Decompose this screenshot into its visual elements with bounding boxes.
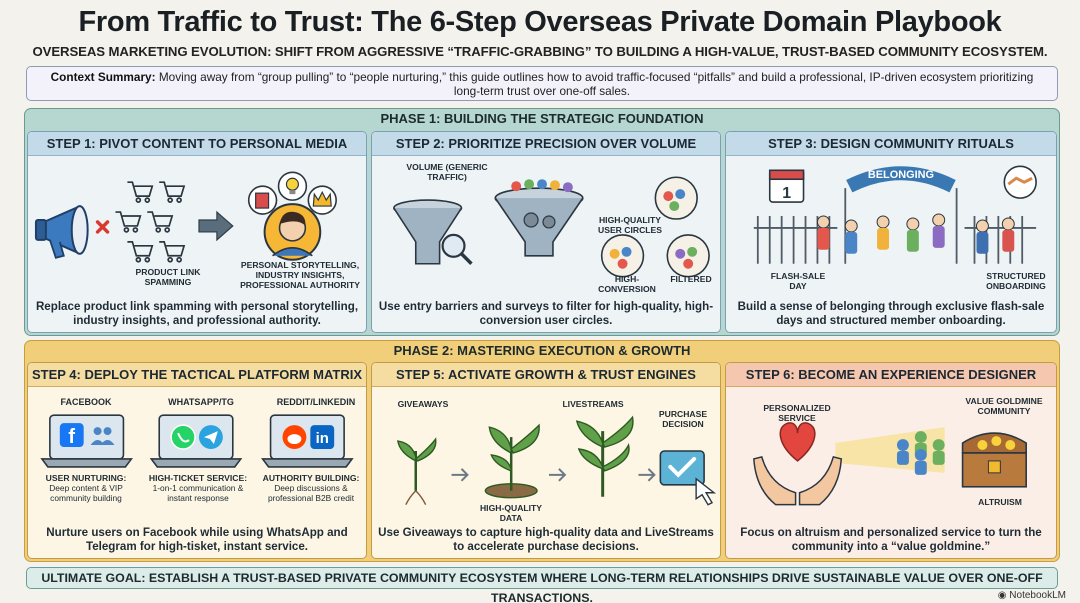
light-beam [835, 427, 945, 473]
step-4-caption: Nurture users on Facebook while using Wh… [46, 526, 348, 553]
label-giveaways: GIVEAWAYS [397, 399, 449, 409]
gear-icon [523, 212, 556, 229]
step-5-title: STEP 5: ACTIVATE GROWTH & TRUST ENGINES [372, 363, 720, 387]
megaphone-icon [34, 205, 89, 259]
context-summary: Context Summary: Moving away from “group… [26, 66, 1058, 101]
people-group-icon [666, 234, 710, 278]
page-subtitle: OVERSEAS MARKETING EVOLUTION: SHIFT FROM… [32, 44, 1048, 59]
people-group-icon [511, 179, 573, 193]
notebook-icon: ◉ [997, 590, 1007, 601]
step-4-illustration: f in [40, 414, 354, 468]
label-livestreams: LIVESTREAMS [562, 399, 624, 409]
funnel-icon [393, 199, 463, 265]
sprout-icon [484, 423, 540, 499]
people-group-icon [600, 234, 645, 278]
people-group-icon [816, 213, 1015, 254]
label-value-goldmine: VALUE GOLDMINE COMMUNITY [965, 396, 1043, 416]
checkmark-icon [659, 450, 705, 486]
close-icon [95, 220, 110, 234]
step-1-card: STEP 1: PIVOT CONTENT TO PERSONAL MEDIA [27, 131, 367, 333]
label-flash-sale-day: FLASH-SALE DAY [770, 271, 826, 291]
ultimate-goal-banner: ULTIMATE GOAL: ESTABLISH A TRUST-BASED P… [26, 567, 1058, 603]
calendar-icon: 1 [768, 169, 805, 203]
label-altruism: ALTRUISM [978, 497, 1022, 507]
magnifier-icon [441, 233, 473, 265]
label-high-quality-data: HIGH-QUALITY DATA [479, 503, 543, 523]
label-personalized-service: PERSONALIZED SERVICE [763, 403, 831, 423]
phase-2-panel: PHASE 2: MASTERING EXECUTION & GROWTH ST… [24, 340, 1060, 562]
label-filtered: FILTERED [670, 274, 712, 284]
platform-whatsapp-role: HIGH-TICKET SERVICE:1-on-1 communication… [148, 473, 248, 503]
telegram-icon [198, 425, 223, 450]
svg-text:f: f [68, 426, 75, 448]
people-group-icon [896, 431, 945, 475]
linkedin-icon: in [310, 425, 335, 450]
funnel-icon [494, 187, 584, 257]
treasure-chest-icon [961, 432, 1027, 488]
lightbulb-icon [277, 171, 308, 201]
platform-reddit-role: AUTHORITY BUILDING:Deep discussions & pr… [262, 473, 360, 503]
label-purchase-decision: PURCHASE DECISION [658, 409, 708, 429]
platform-facebook-name: FACEBOOK [60, 397, 112, 407]
arrow-icon [638, 468, 656, 482]
reddit-icon [282, 425, 307, 450]
sprout-icon [397, 437, 437, 505]
phase-1-panel: PHASE 1: BUILDING THE STRATEGIC FOUNDATI… [24, 108, 1060, 336]
label-high-quality: HIGH-QUALITY USER CIRCLES [598, 215, 662, 235]
handshake-icon [1003, 165, 1037, 199]
crown-icon [307, 185, 337, 215]
phase-1-title: PHASE 1: BUILDING THE STRATEGIC FOUNDATI… [380, 111, 704, 126]
svg-text:in: in [316, 431, 329, 447]
step-6-caption: Focus on altruism and personalized servi… [740, 526, 1042, 553]
arrow-icon [548, 468, 567, 482]
step-3-caption: Build a sense of belonging through exclu… [737, 300, 1045, 327]
cart-icon [115, 181, 186, 263]
step-2-illustration [393, 176, 710, 278]
label-product-link-spamming: PRODUCT LINK SPAMMING [135, 267, 201, 287]
step-1-caption: Replace product link spamming with perso… [35, 300, 359, 327]
step-3-title: STEP 3: DESIGN COMMUNITY RITUALS [726, 132, 1056, 156]
people-group-icon [90, 427, 115, 446]
step-1-title: STEP 1: PIVOT CONTENT TO PERSONAL MEDIA [28, 132, 366, 156]
heart-icon [779, 422, 816, 462]
step-3-illustration: 1 BELONGING [753, 165, 1037, 264]
step-5-card: STEP 5: ACTIVATE GROWTH & TRUST ENGINES … [371, 362, 721, 559]
people-group-icon [654, 176, 698, 220]
step-2-caption: Use entry barriers and surveys to filter… [378, 300, 714, 327]
step-2-title: STEP 2: PRIORITIZE PRECISION OVER VOLUME [372, 132, 720, 156]
hands-icon [753, 456, 843, 506]
calendar-number: 1 [782, 185, 791, 202]
step-2-card: STEP 2: PRIORITIZE PRECISION OVER VOLUME… [371, 131, 721, 333]
step-4-title: STEP 4: DEPLOY THE TACTICAL PLATFORM MAT… [28, 363, 366, 387]
label-personal-storytelling: PERSONAL STORYTELLING, INDUSTRY INSIGHTS… [240, 260, 360, 290]
platform-reddit-name: REDDIT/LINKEDIN [276, 397, 356, 407]
book-icon [247, 185, 278, 215]
facebook-icon: f [59, 423, 84, 448]
arrow-icon [451, 468, 469, 482]
step-1-illustration [34, 171, 337, 263]
platform-facebook-role: USER NURTURING:Deep content & VIP commun… [45, 473, 127, 503]
step-6-illustration [753, 422, 1027, 506]
step-6-card: STEP 6: BECOME AN EXPERIENCE DESIGNER PE… [725, 362, 1057, 559]
person-icon [263, 203, 322, 261]
step-3-card: STEP 3: DESIGN COMMUNITY RITUALS 1 BELON… [725, 131, 1057, 333]
step-5-caption: Use Giveaways to capture high-quality da… [378, 526, 714, 553]
context-label: Context Summary: [50, 70, 156, 84]
cursor-hand-icon [695, 477, 717, 506]
sprout-icon [575, 415, 634, 497]
arrow-icon [198, 210, 234, 242]
whatsapp-icon [170, 424, 196, 450]
label-high-conversion: HIGH-CONVERSION [598, 274, 656, 294]
brand-label: ◉ NotebookLM [997, 590, 1066, 601]
phase-2-title: PHASE 2: MASTERING EXECUTION & GROWTH [393, 343, 691, 358]
page-title: From Traffic to Trust: The 6-Step Overse… [78, 6, 1002, 38]
context-text: Moving away from “group pulling” to “peo… [158, 70, 1034, 98]
gate-banner-text: BELONGING [868, 169, 934, 181]
label-structured-onboarding: STRUCTURED ONBOARDING [986, 271, 1046, 291]
label-volume: VOLUME (GENERIC TRAFFIC) [406, 162, 488, 182]
step-5-illustration [397, 415, 717, 506]
platform-whatsapp-name: WHATSAPP/TG [168, 397, 234, 407]
step-6-title: STEP 6: BECOME AN EXPERIENCE DESIGNER [726, 363, 1056, 387]
step-4-card: STEP 4: DEPLOY THE TACTICAL PLATFORM MAT… [27, 362, 367, 559]
